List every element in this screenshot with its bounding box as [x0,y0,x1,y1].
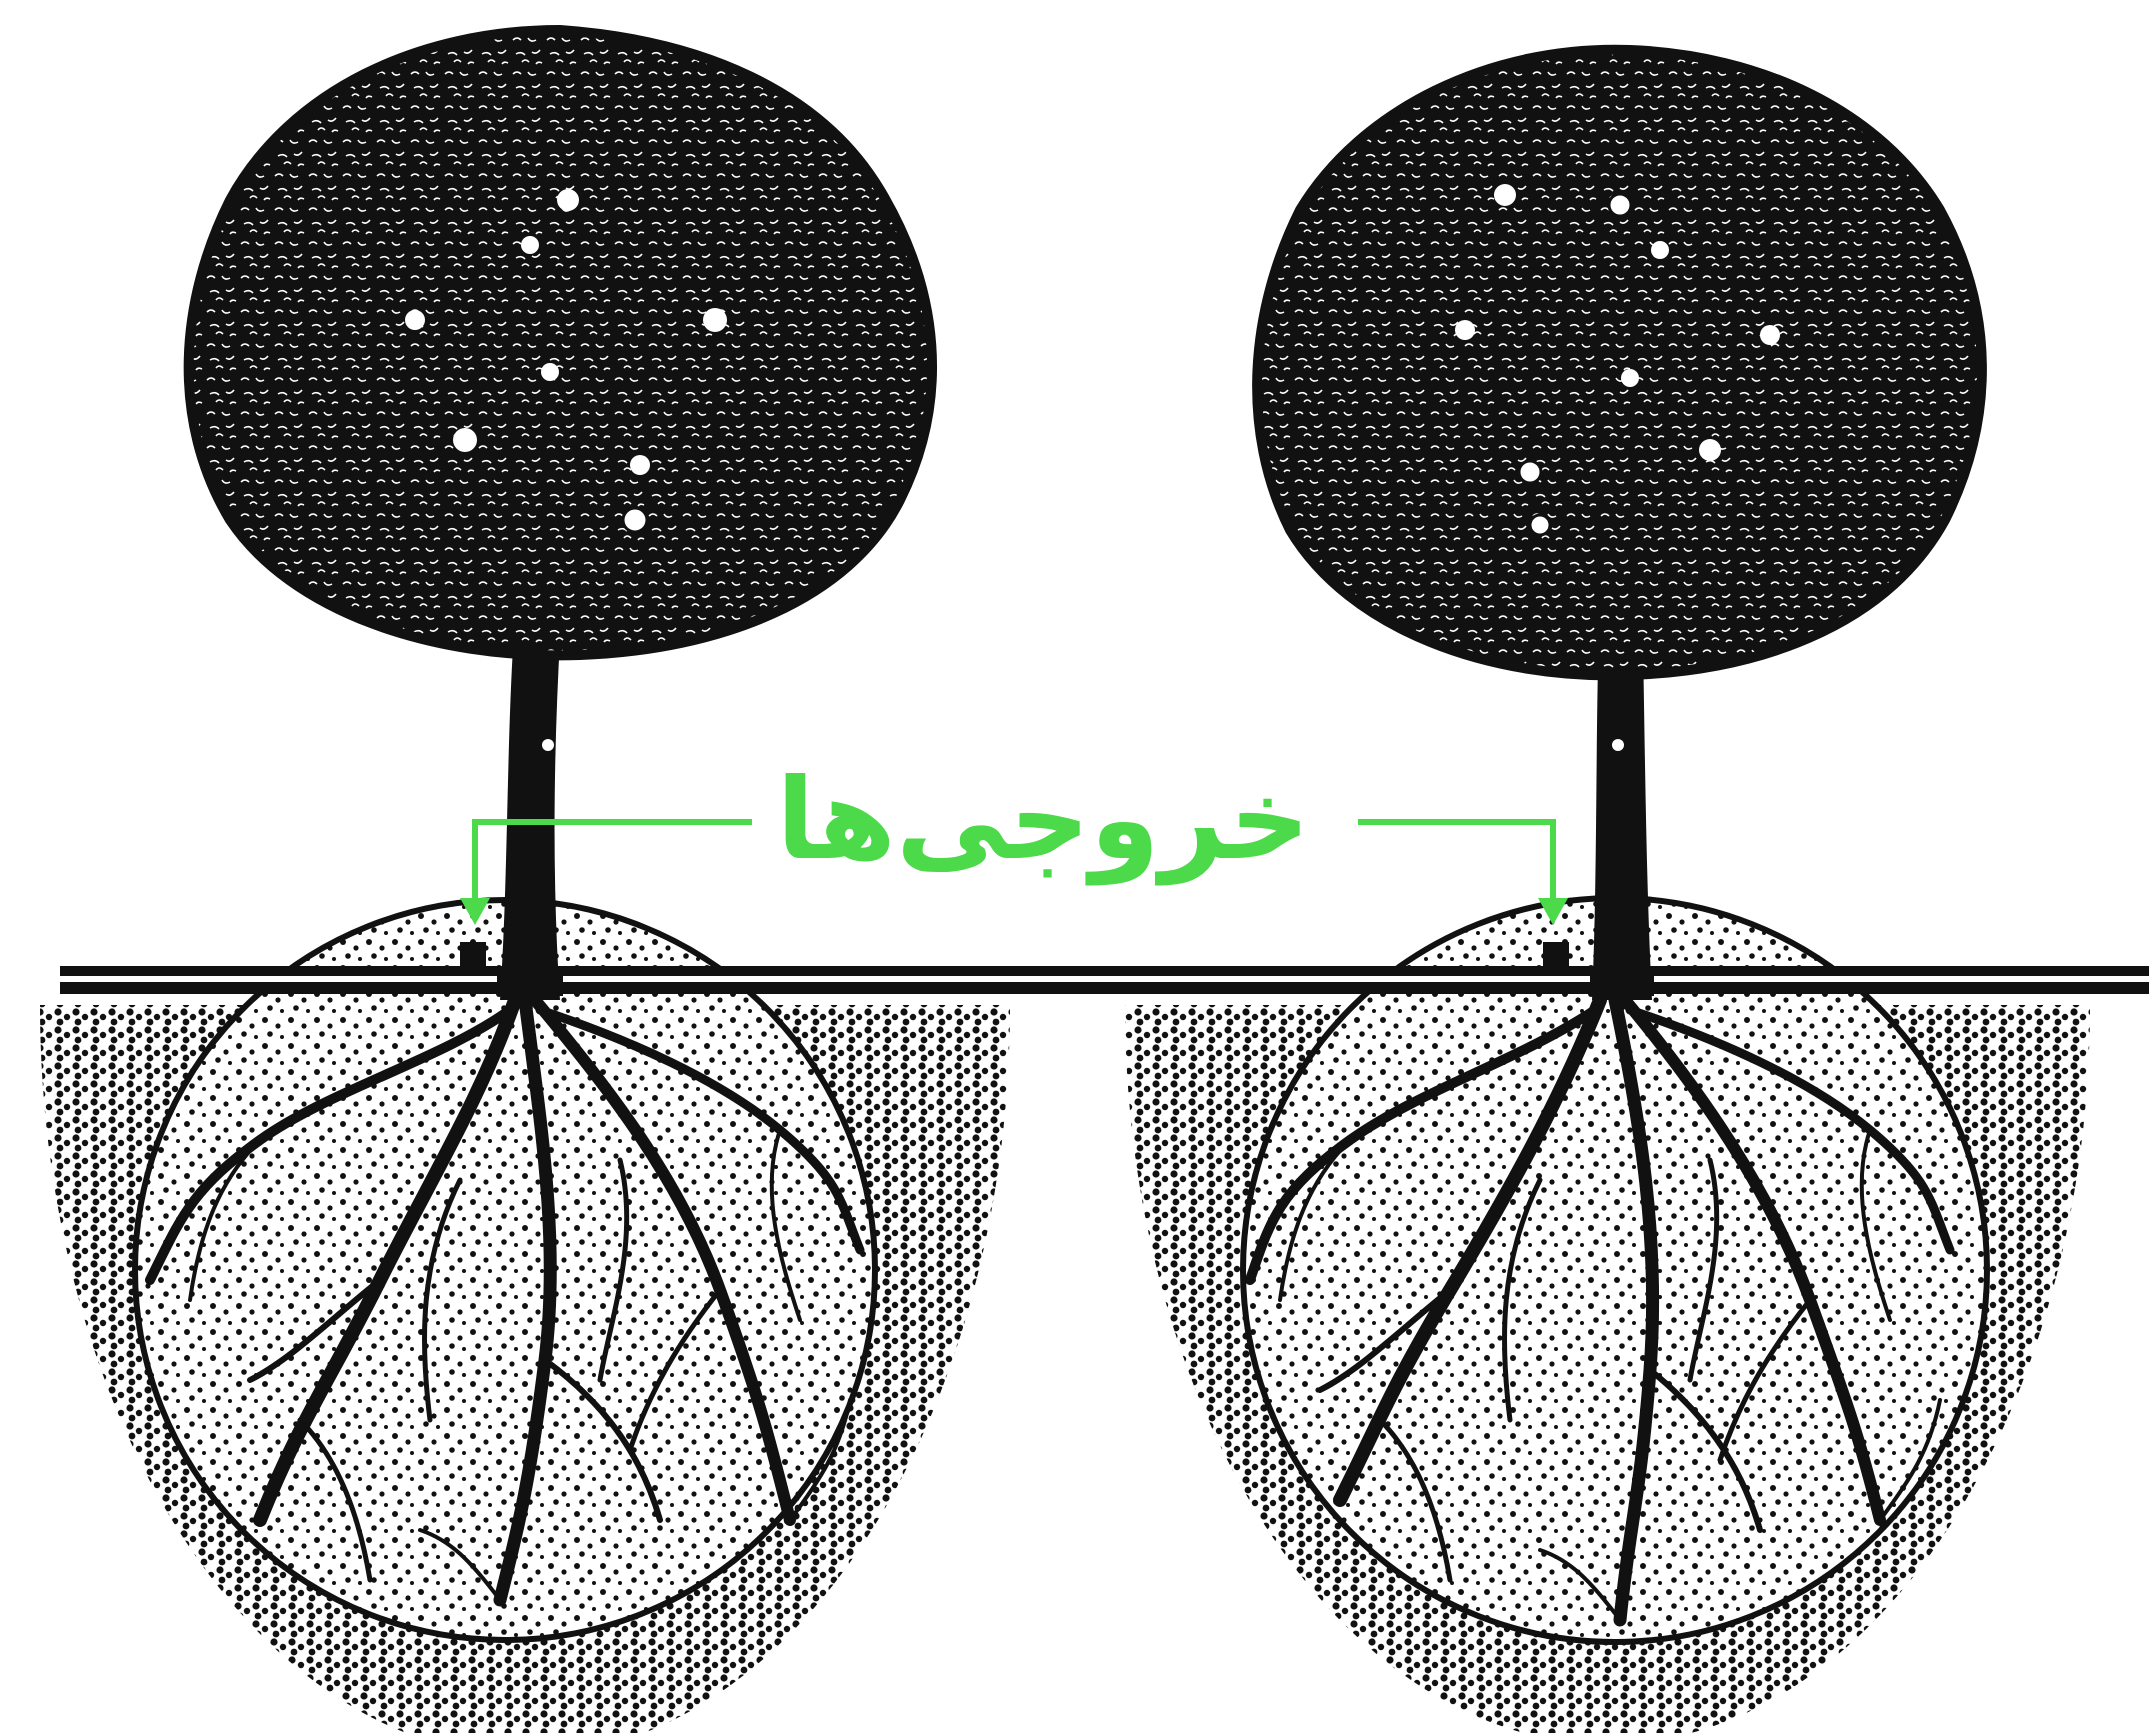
left-canopy [189,30,932,655]
drip-line [60,966,2149,996]
right-tree [1125,50,2090,1733]
right-canopy [1257,50,1982,676]
outlets-label: خروجی‌ها [790,750,1310,890]
right-soil-zone [1125,898,2090,1733]
